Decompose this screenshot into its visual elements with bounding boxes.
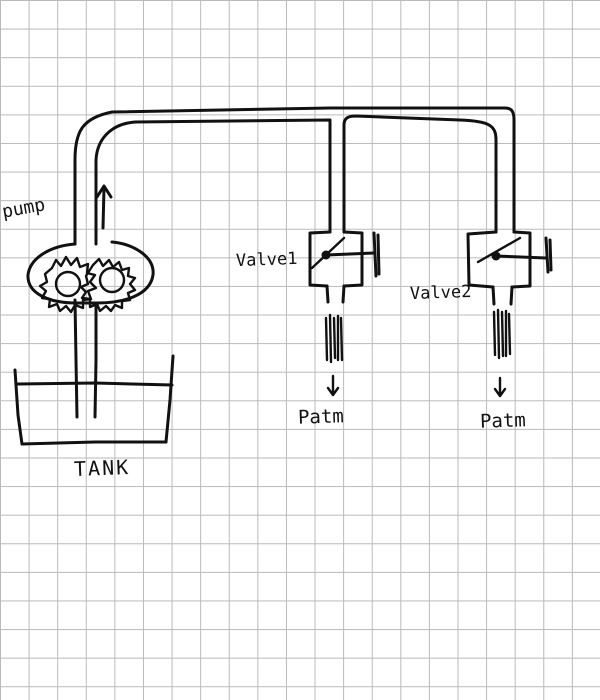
valve-1-jet — [324, 313, 344, 364]
valve-2-down-arrow — [493, 376, 507, 398]
valve-2-outlet — [491, 285, 514, 398]
valve-2-disc — [476, 236, 522, 264]
valve-1-outlet — [324, 284, 346, 397]
valve-1-stem — [324, 251, 376, 257]
valve-2-stem — [494, 254, 548, 260]
atmospheric-pressure-label-1: Patm — [297, 405, 345, 429]
valve-1 — [308, 230, 381, 288]
pressure-pipe-inner-left — [94, 118, 332, 246]
suction-pipe-right-wall — [93, 301, 98, 419]
tank-label: TANK — [73, 455, 131, 481]
valve-2-outlet-right — [509, 285, 514, 306]
tank-bottom — [20, 440, 168, 446]
valve-1-outlet-right — [341, 284, 346, 304]
valve-1-label: Valve1 — [235, 248, 298, 272]
valve-1-down-arrow — [326, 374, 340, 397]
valve-1-handwheel-b — [376, 233, 381, 276]
pressure-pipe-outer — [73, 106, 516, 246]
pump-gear-left — [38, 255, 98, 314]
suction-pipe-left-wall — [73, 298, 79, 419]
valve-2-label: Valve2 — [409, 281, 472, 305]
suction-pipe — [73, 298, 98, 419]
valve-1-outlet-left — [325, 284, 330, 304]
tank-left-wall — [13, 368, 24, 446]
pump-housing — [26, 240, 155, 305]
valve-1-body — [308, 230, 364, 288]
valve-2-handwheel — [544, 236, 550, 274]
valve-2-body — [466, 230, 532, 289]
pump-gear-right — [79, 257, 137, 313]
valve-2-outlet-left — [491, 285, 496, 306]
pressure-pipe-inner-right — [342, 114, 498, 234]
valve-2-jet — [492, 308, 512, 360]
pump-gear-left-hub — [54, 270, 82, 298]
tank-right-wall — [164, 354, 175, 444]
valve-2-handwheel-b — [548, 238, 553, 272]
valve-2 — [466, 230, 553, 289]
atmospheric-pressure-label-2: Patm — [479, 409, 527, 433]
pump-gear-right-hub — [98, 266, 126, 294]
pressure-pipe — [73, 106, 516, 246]
flow-arrow-head — [95, 184, 113, 199]
valve-1-handwheel — [372, 231, 378, 278]
flow-arrow-shaft — [101, 186, 106, 230]
gear-pump — [26, 240, 155, 314]
flow-arrow — [95, 184, 113, 230]
